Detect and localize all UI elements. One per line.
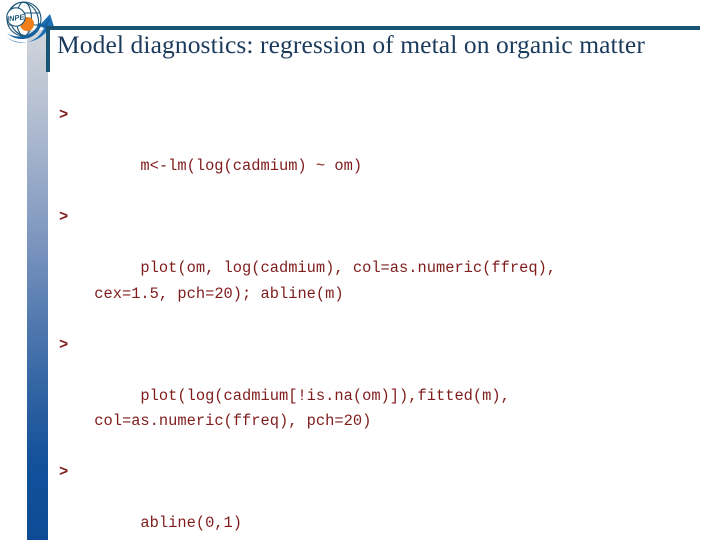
svg-text:INPE: INPE	[6, 12, 26, 23]
page-title: Model diagnostics: regression of metal o…	[57, 30, 645, 59]
list-item: > plot(om, log(cadmium), col=as.numeric(…	[57, 205, 707, 333]
prompt-bullet-icon: >	[59, 106, 69, 124]
code-line: plot(log(cadmium[!is.na(om)]),fitted(m),…	[94, 386, 510, 431]
prompt-bullet-icon: >	[59, 463, 69, 481]
code-line: abline(0,1)	[140, 514, 243, 532]
list-item: > abline(0,1)	[57, 460, 707, 540]
prompt-bullet-icon: >	[59, 335, 69, 354]
sidebar-accent-bar	[27, 30, 48, 540]
code-line: m<-lm(log(cadmium) ~ om)	[140, 157, 363, 175]
code-line: plot(om, log(cadmium), col=as.numeric(ff…	[94, 259, 557, 303]
inpe-logo: INPE	[0, 0, 62, 46]
list-item: > m<-lm(log(cadmium) ~ om)	[57, 103, 707, 205]
prompt-bullet-icon: >	[59, 208, 69, 226]
list-item: > plot(log(cadmium[!is.na(om)]),fitted(m…	[57, 333, 707, 461]
header-divider	[46, 26, 700, 30]
title-accent-tick	[46, 26, 50, 72]
slide-content: > m<-lm(log(cadmium) ~ om) > plot(om, lo…	[57, 103, 707, 540]
